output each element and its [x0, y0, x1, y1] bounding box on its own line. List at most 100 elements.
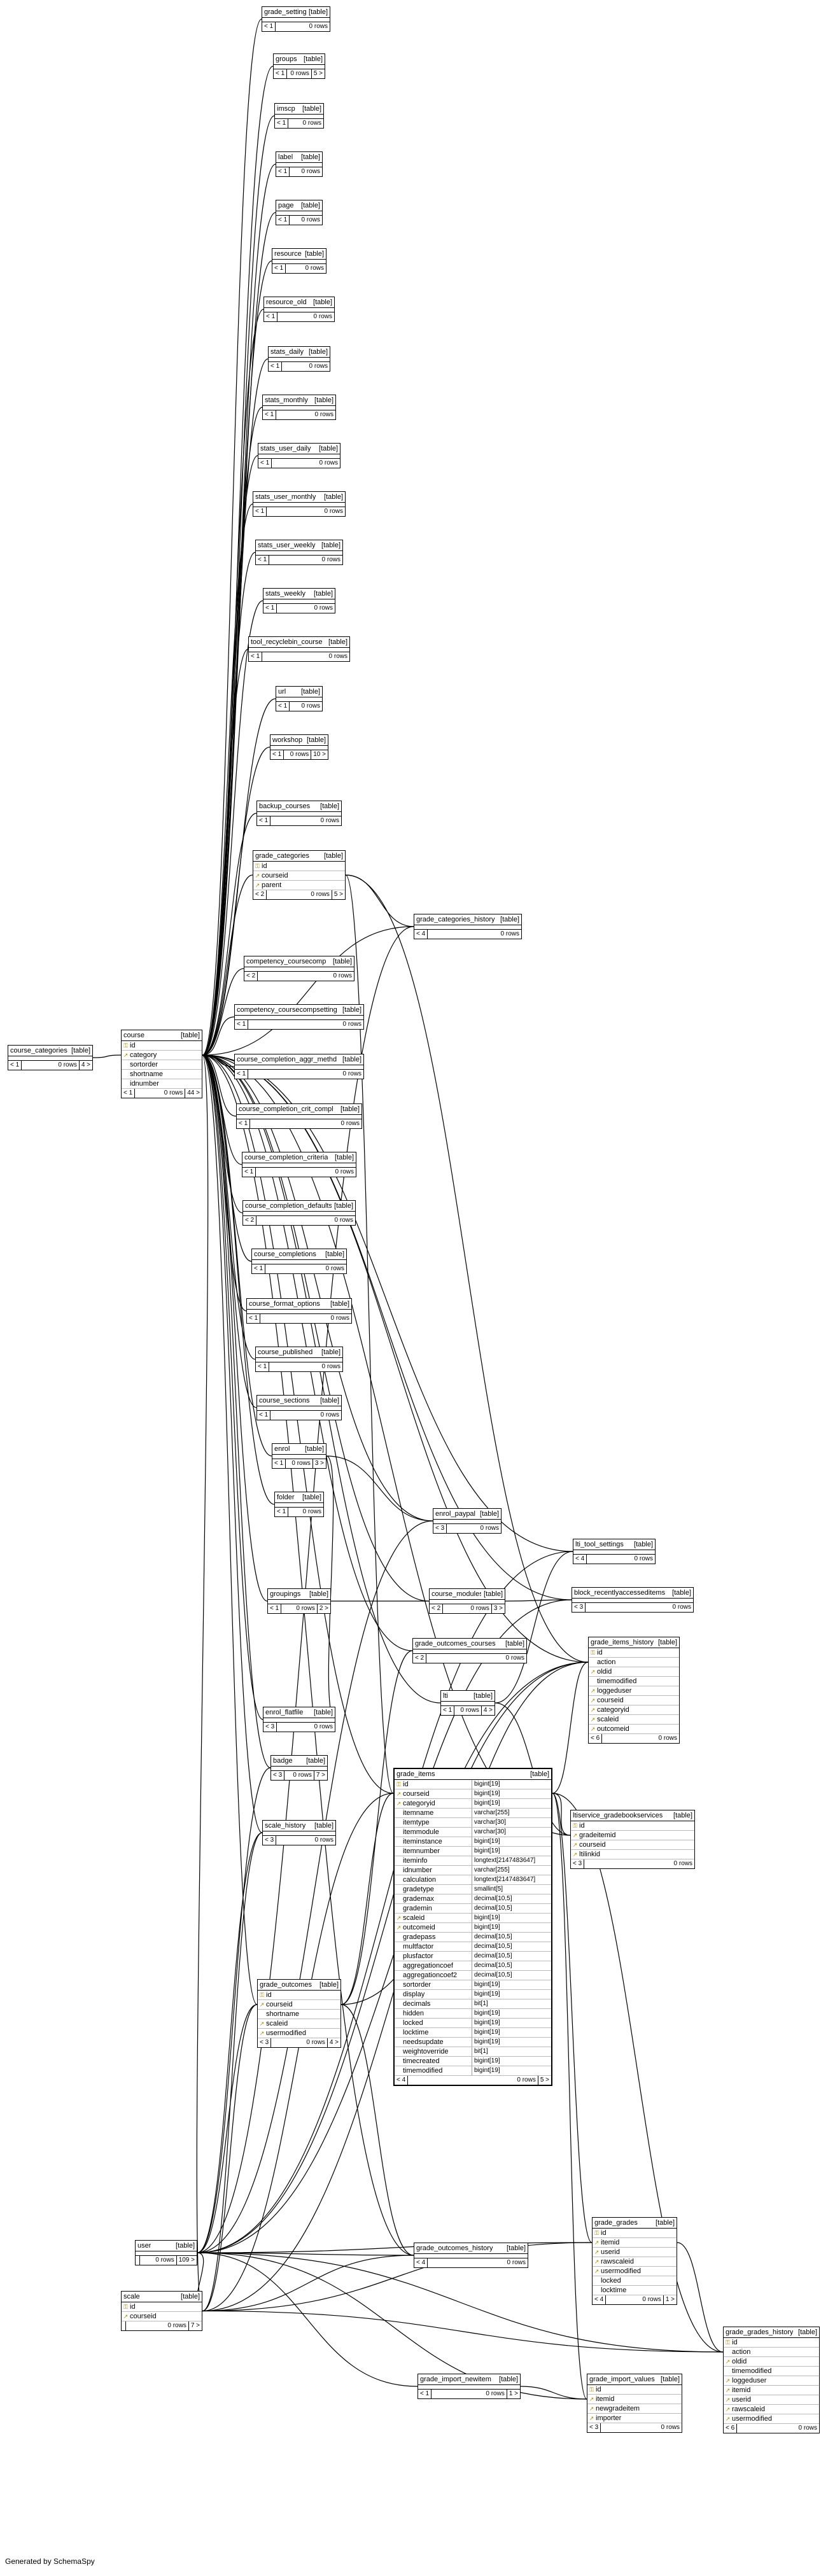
column-row[interactable]: ↗userid — [724, 2395, 819, 2405]
column-row[interactable]: timemodified — [589, 1677, 679, 1686]
column-row[interactable]: ↗parent — [253, 881, 345, 890]
table-name[interactable]: grade_outcomes — [260, 1981, 312, 1989]
column-row[interactable]: shortname — [122, 1070, 202, 1079]
parent-count[interactable]: < 3 — [572, 1603, 586, 1612]
column-row[interactable]: ↗category — [122, 1051, 202, 1060]
parent-count[interactable]: < 2 — [243, 1216, 257, 1225]
parent-count[interactable]: < 2 — [413, 1654, 427, 1663]
table-name[interactable]: grade_settings — [264, 8, 307, 16]
parent-count[interactable]: < 1 — [257, 816, 271, 825]
parent-count[interactable]: < 1 — [258, 459, 272, 468]
child-count[interactable]: 5 > — [331, 890, 345, 899]
table-name[interactable]: course_completions — [254, 1250, 316, 1258]
column-row[interactable]: ↗newgradeitem — [587, 2404, 682, 2414]
column-row[interactable]: ⚿id — [724, 2338, 819, 2348]
child-count[interactable]: 1 > — [506, 2390, 520, 2398]
parent-count[interactable]: < 4 — [593, 2295, 607, 2304]
table-name[interactable]: grade_categories_history — [416, 916, 495, 923]
column-row[interactable]: ↗rawscaleid — [593, 2257, 677, 2267]
table-name[interactable]: grade_outcomes_history — [416, 2244, 493, 2252]
child-count[interactable]: 5 > — [537, 2076, 551, 2085]
parent-count[interactable]: < 1 — [242, 1168, 256, 1177]
table-name[interactable]: imscp — [277, 105, 295, 113]
table-name[interactable]: enrol_flatfile — [265, 1709, 304, 1716]
parent-count[interactable]: < 2 — [244, 972, 258, 981]
parent-count[interactable]: < 1 — [272, 1459, 286, 1468]
table-grade-categories[interactable]: grade_categories[table]⚿id↗courseid↗pare… — [253, 850, 346, 900]
parent-count[interactable]: < 1 — [252, 1264, 266, 1273]
table-name[interactable]: grade_items — [396, 1770, 435, 1778]
table-name[interactable]: label — [278, 153, 293, 161]
column-row[interactable]: ↗usermodified — [724, 2414, 819, 2424]
table-name[interactable]: tool_recyclebin_course — [251, 638, 323, 646]
column-row[interactable]: ↗oldid — [724, 2357, 819, 2367]
table-name[interactable]: course_sections — [259, 1397, 310, 1404]
column-row[interactable]: ↗itemid — [593, 2238, 677, 2248]
parent-count[interactable]: < 1 — [235, 1020, 249, 1029]
column-row[interactable]: locktime — [593, 2286, 677, 2295]
table-name[interactable]: grade_import_values — [589, 2376, 655, 2383]
table-name[interactable]: grade_outcomes_courses — [415, 1640, 496, 1648]
table-name[interactable]: grade_grades_history — [726, 2328, 794, 2336]
parent-count[interactable]: < 1 — [276, 167, 290, 176]
parent-count[interactable]: < 4 — [414, 2258, 428, 2267]
child-count[interactable]: 7 > — [313, 1771, 327, 1780]
table-grade-grades[interactable]: grade_grades[table]⚿id↗itemid↗userid↗raw… — [592, 2217, 677, 2305]
column-row[interactable]: ↗itemid — [724, 2386, 819, 2395]
table-name[interactable]: url — [278, 688, 286, 696]
column-row[interactable]: ↗scaleid — [589, 1715, 679, 1725]
table-name[interactable]: grade_import_newitem — [420, 2376, 491, 2383]
column-row[interactable]: ↗oldid — [589, 1667, 679, 1677]
parent-count[interactable]: < 1 — [122, 1089, 136, 1098]
column-row[interactable]: ↗gradeitemid — [571, 1831, 694, 1840]
table-name[interactable]: stats_weekly — [265, 590, 305, 598]
table-name[interactable]: lti_tool_settings — [575, 1541, 624, 1548]
parent-count[interactable]: < 1 — [263, 604, 277, 613]
column-row[interactable]: shortname — [258, 2010, 340, 2019]
column-row[interactable]: ↗scaleid — [258, 2019, 340, 2029]
parent-count[interactable] — [136, 2256, 140, 2265]
column-row[interactable]: ↗courseid — [589, 1696, 679, 1705]
parent-count[interactable]: < 3 — [571, 1859, 585, 1868]
parent-count[interactable]: < 1 — [249, 652, 263, 661]
parent-count[interactable]: < 4 — [414, 930, 428, 939]
column-row[interactable]: ⚿id — [122, 1041, 202, 1051]
table-name[interactable]: competency_coursecomp — [246, 958, 326, 965]
parent-count[interactable]: < 1 — [276, 216, 290, 225]
column-row[interactable]: action — [724, 2348, 819, 2357]
table-grade-import-values[interactable]: grade_import_values[table]⚿id↗itemid↗new… — [587, 2374, 682, 2433]
table-name[interactable]: course_published — [258, 1348, 313, 1356]
parent-count[interactable] — [122, 2321, 126, 2330]
column-row[interactable]: ↗courseid — [571, 1840, 694, 1850]
